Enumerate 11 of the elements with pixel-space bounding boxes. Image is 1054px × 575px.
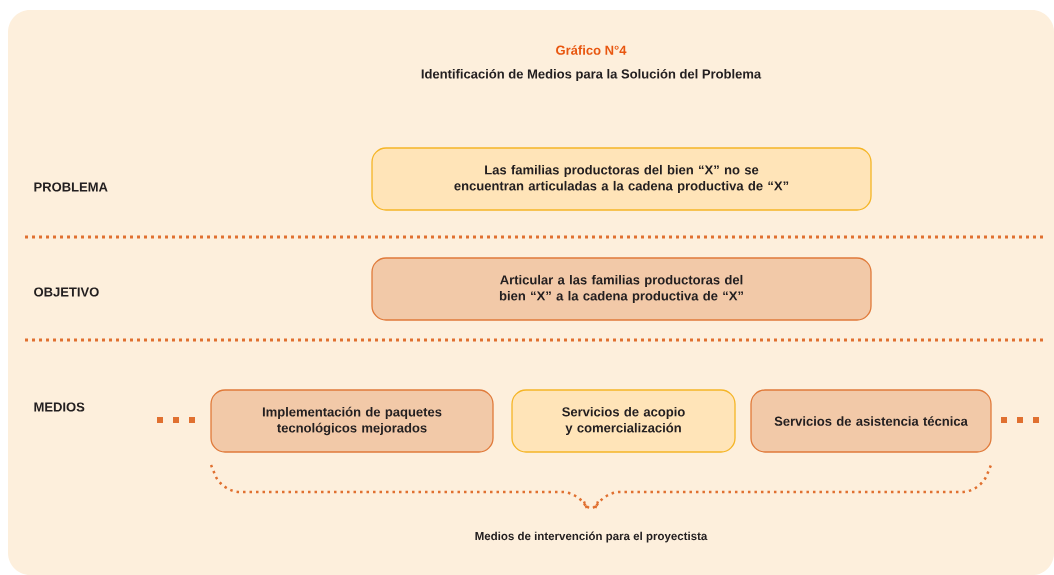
row-label: OBJETIVO [34, 287, 99, 297]
subtitle: Identificación de Medios para la Solución del Problema [421, 68, 762, 82]
text-box: Articular a las familias productoras del bien “X” a la cadena productiva de “X” [371, 257, 872, 321]
row-label: PROBLEMA [34, 182, 108, 192]
chart-title: Gráfico N°4 [556, 45, 627, 55]
text-box: Servicios de acopio y comercialización [511, 389, 736, 453]
text-box: Las familias productoras del bien “X” no se encuentran articuladas a la cadena productiva de “X” [371, 147, 872, 211]
text-box: Implementación de paquetes tecnológicos mejorados [210, 389, 494, 453]
text-box: Servicios de asistencia técnica [750, 389, 992, 453]
brace-label: Medios de intervención para el proyectista [475, 531, 708, 543]
row-label: MEDIOS [34, 402, 85, 412]
